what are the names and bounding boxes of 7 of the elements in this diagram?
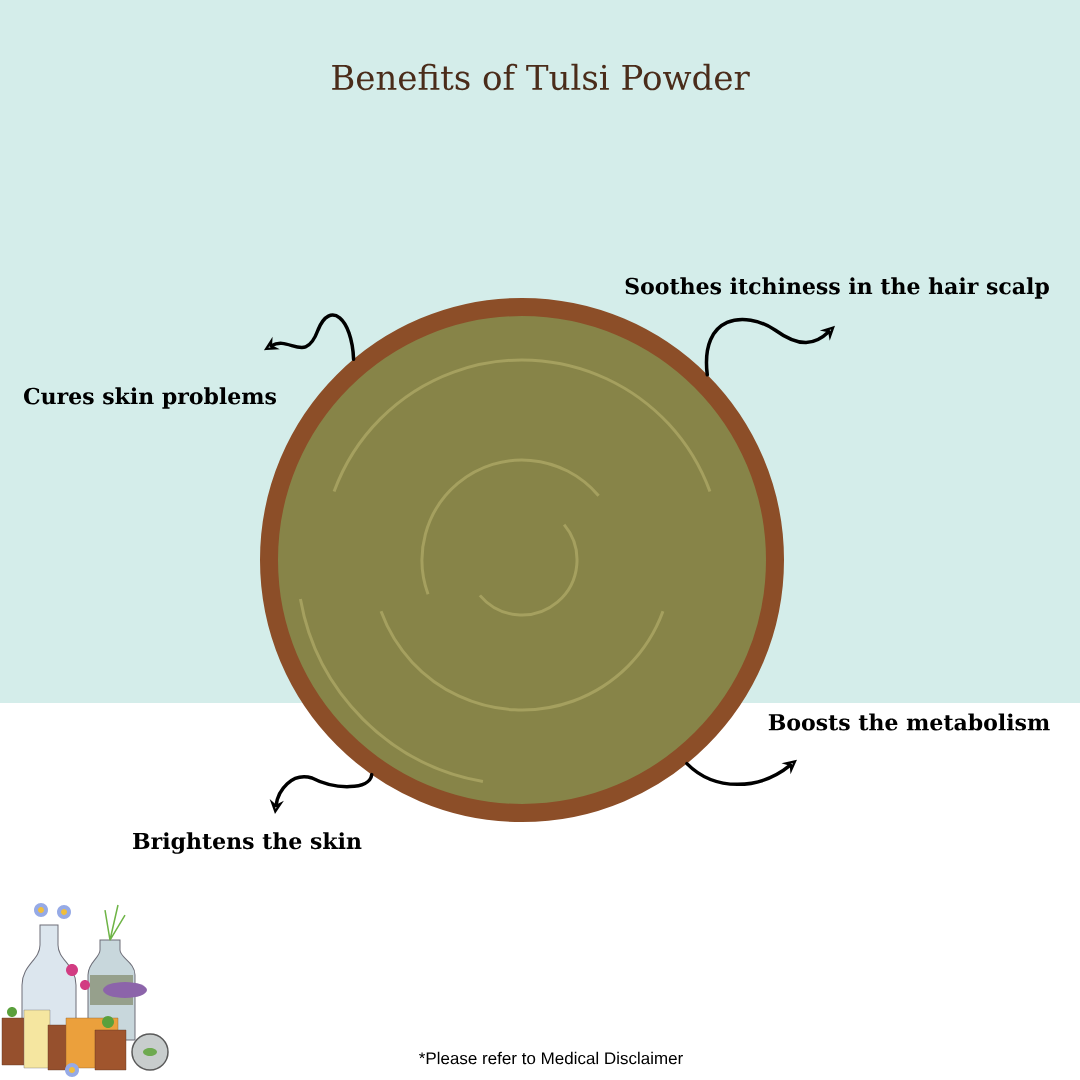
benefit-text: Boosts the metabolism xyxy=(768,713,1050,731)
benefit-text: Brightens the skin xyxy=(133,832,362,854)
benefit-text: Cures skin problems xyxy=(24,387,276,409)
curly-arrow xyxy=(704,317,835,377)
title: Benefits of Tulsi Powder xyxy=(332,63,750,91)
disclaimer-note: *Please refer to Medical Disclaimer xyxy=(419,1051,683,1065)
benefit-text: Soothes itchiness in the hair scalp xyxy=(625,277,1049,299)
